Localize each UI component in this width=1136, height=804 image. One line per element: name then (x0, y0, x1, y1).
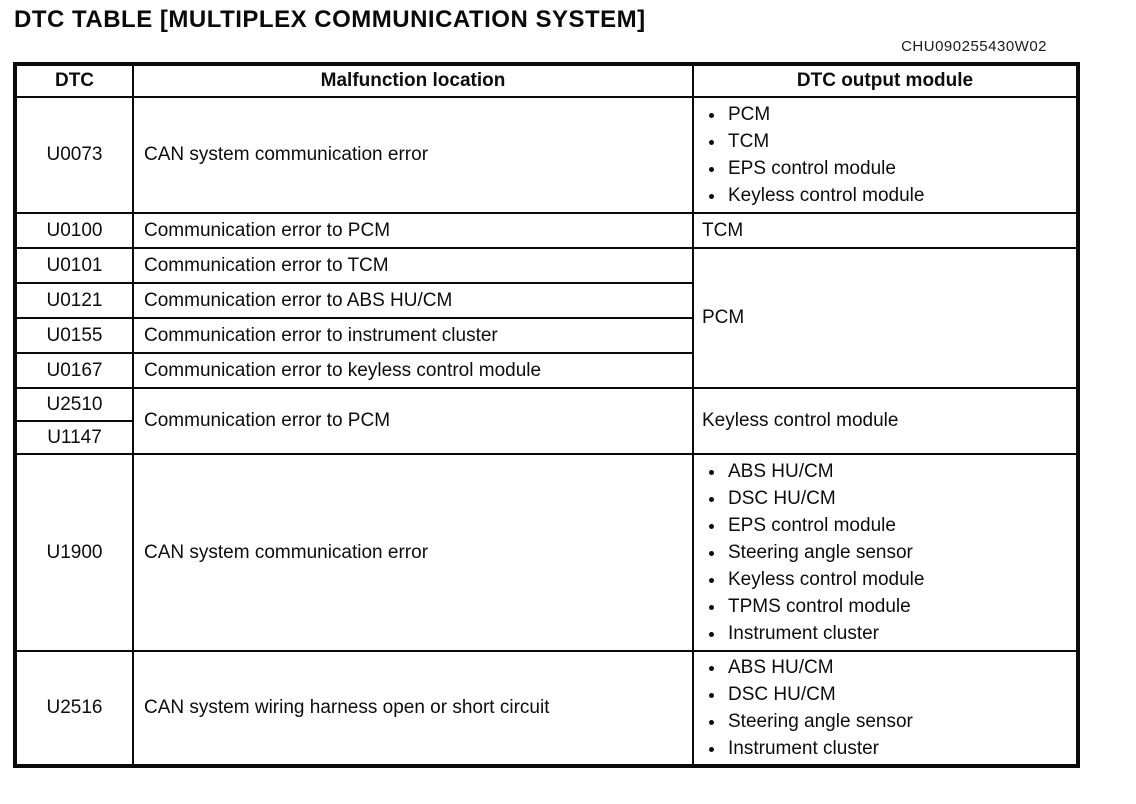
output-module-cell: PCM TCM EPS control module Keyless contr… (692, 96, 1079, 214)
output-module-item: TCM (726, 128, 1076, 155)
dtc-code-cell: U2510 (14, 387, 134, 422)
malfunction-location-cell: CAN system communication error (132, 453, 694, 652)
table-row: U0101 Communication error to TCM PCM (14, 247, 1079, 389)
table-row: U1147 (14, 420, 1078, 455)
output-module-cell: ABS HU/CM DSC HU/CM EPS control module S… (692, 453, 1079, 652)
output-module-item: TPMS control module (726, 593, 1076, 620)
output-module-item: EPS control module (726, 512, 1076, 539)
output-module-cell: Keyless control module (692, 387, 1079, 455)
output-module-item: ABS HU/CM (726, 458, 1076, 485)
output-module-item: Steering angle sensor (726, 708, 1076, 735)
page-title: DTC TABLE [MULTIPLEX COMMUNICATION SYSTE… (14, 6, 646, 33)
output-module-list: PCM TCM EPS control module Keyless contr… (695, 101, 1076, 209)
dtc-code-cell: U0073 (14, 96, 134, 214)
column-header-dtc-output-module: DTC output module (692, 63, 1079, 98)
malfunction-location-cell: Communication error to keyless control m… (132, 352, 694, 389)
table-row: U2516 CAN system wiring harness open or … (14, 650, 1079, 767)
table-row: U0155 Communication error to instrument … (14, 317, 1078, 354)
output-module-item: Keyless control module (726, 566, 1076, 593)
output-module-item: DSC HU/CM (726, 681, 1076, 708)
dtc-code-cell: U0121 (14, 282, 134, 319)
dtc-code-cell: U0100 (14, 212, 134, 249)
dtc-code-cell: U0167 (14, 352, 134, 389)
table-row: U0167 Communication error to keyless con… (14, 352, 1078, 389)
table-row: U2510 Communication error to PCM Keyless… (14, 387, 1079, 455)
column-header-dtc: DTC (14, 63, 134, 98)
malfunction-location-cell: CAN system wiring harness open or short … (132, 650, 694, 767)
output-module-item: Keyless control module (726, 182, 1076, 209)
output-module-item: EPS control module (726, 155, 1076, 182)
output-module-list: ABS HU/CM DSC HU/CM Steering angle senso… (695, 654, 1076, 762)
table-header-row: DTC Malfunction location DTC output modu… (14, 63, 1079, 98)
output-module-item: Instrument cluster (726, 735, 1076, 762)
output-module-item: Steering angle sensor (726, 539, 1076, 566)
output-module-cell: ABS HU/CM DSC HU/CM Steering angle senso… (692, 650, 1079, 767)
output-module-item: Instrument cluster (726, 620, 1076, 647)
malfunction-location-cell: Communication error to instrument cluste… (132, 317, 694, 354)
output-module-list: ABS HU/CM DSC HU/CM EPS control module S… (695, 458, 1076, 647)
dtc-code-cell: U0101 (14, 247, 134, 284)
dtc-code-cell: U1147 (14, 420, 134, 455)
malfunction-location-cell: Communication error to ABS HU/CM (132, 282, 694, 319)
output-module-item: ABS HU/CM (726, 654, 1076, 681)
table-row: U0121 Communication error to ABS HU/CM (14, 282, 1078, 319)
malfunction-location-cell: Communication error to PCM (132, 212, 694, 249)
column-header-malfunction-location: Malfunction location (132, 63, 694, 98)
reference-code: CHU090255430W02 (901, 38, 1047, 55)
table-row: U0100 Communication error to PCM TCM (14, 212, 1079, 249)
malfunction-location-cell: Communication error to PCM (132, 387, 694, 455)
output-module-item: DSC HU/CM (726, 485, 1076, 512)
dtc-code-cell: U0155 (14, 317, 134, 354)
table-row: U1900 CAN system communication error ABS… (14, 453, 1079, 652)
malfunction-location-cell: CAN system communication error (132, 96, 694, 214)
dtc-table: DTC Malfunction location DTC output modu… (13, 62, 1080, 768)
dtc-code-cell: U1900 (14, 453, 134, 652)
malfunction-location-cell: Communication error to TCM (132, 247, 694, 284)
table-row: U0073 CAN system communication error PCM… (14, 96, 1079, 214)
dtc-code-cell: U2516 (14, 650, 134, 767)
output-module-item: PCM (726, 101, 1076, 128)
output-module-cell: TCM (692, 212, 1079, 249)
output-module-cell: PCM (692, 247, 1079, 389)
